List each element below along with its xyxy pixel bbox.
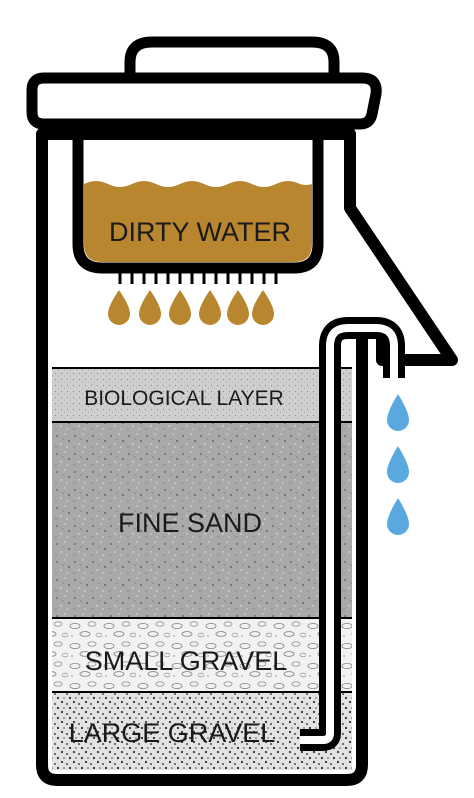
small-gravel-band xyxy=(52,618,360,692)
clean-water-drop-icon xyxy=(387,446,409,483)
small-gravel-label: SMALL GRAVEL xyxy=(85,646,288,676)
dirty-water-drops xyxy=(108,290,274,325)
clean-water-drop-icon xyxy=(387,498,409,535)
clean-water-drop-icon xyxy=(387,394,409,431)
clean-water-drops xyxy=(387,394,409,535)
dirty-water-tank xyxy=(72,140,324,284)
drip-holes xyxy=(118,270,278,284)
dirty-water-drop-icon xyxy=(169,290,191,325)
dirty-water-drop-icon xyxy=(199,290,221,325)
dirty-water-drop-icon xyxy=(252,290,274,325)
dirty-water-drop-icon xyxy=(139,290,161,325)
dirty-water-drop-icon xyxy=(227,290,249,325)
dirty-water-label: DIRTY WATER xyxy=(109,217,291,247)
biological-layer-band xyxy=(52,368,360,422)
fine-sand-band xyxy=(52,422,360,618)
dirty-water-drop-icon xyxy=(108,290,130,325)
lid-icon xyxy=(26,36,382,130)
large-gravel-label: LARGE GRAVEL xyxy=(69,718,276,748)
biological-layer-label: BIOLOGICAL LAYER xyxy=(84,387,284,410)
fine-sand-label: FINE SAND xyxy=(118,508,262,538)
filter-media xyxy=(52,367,360,770)
